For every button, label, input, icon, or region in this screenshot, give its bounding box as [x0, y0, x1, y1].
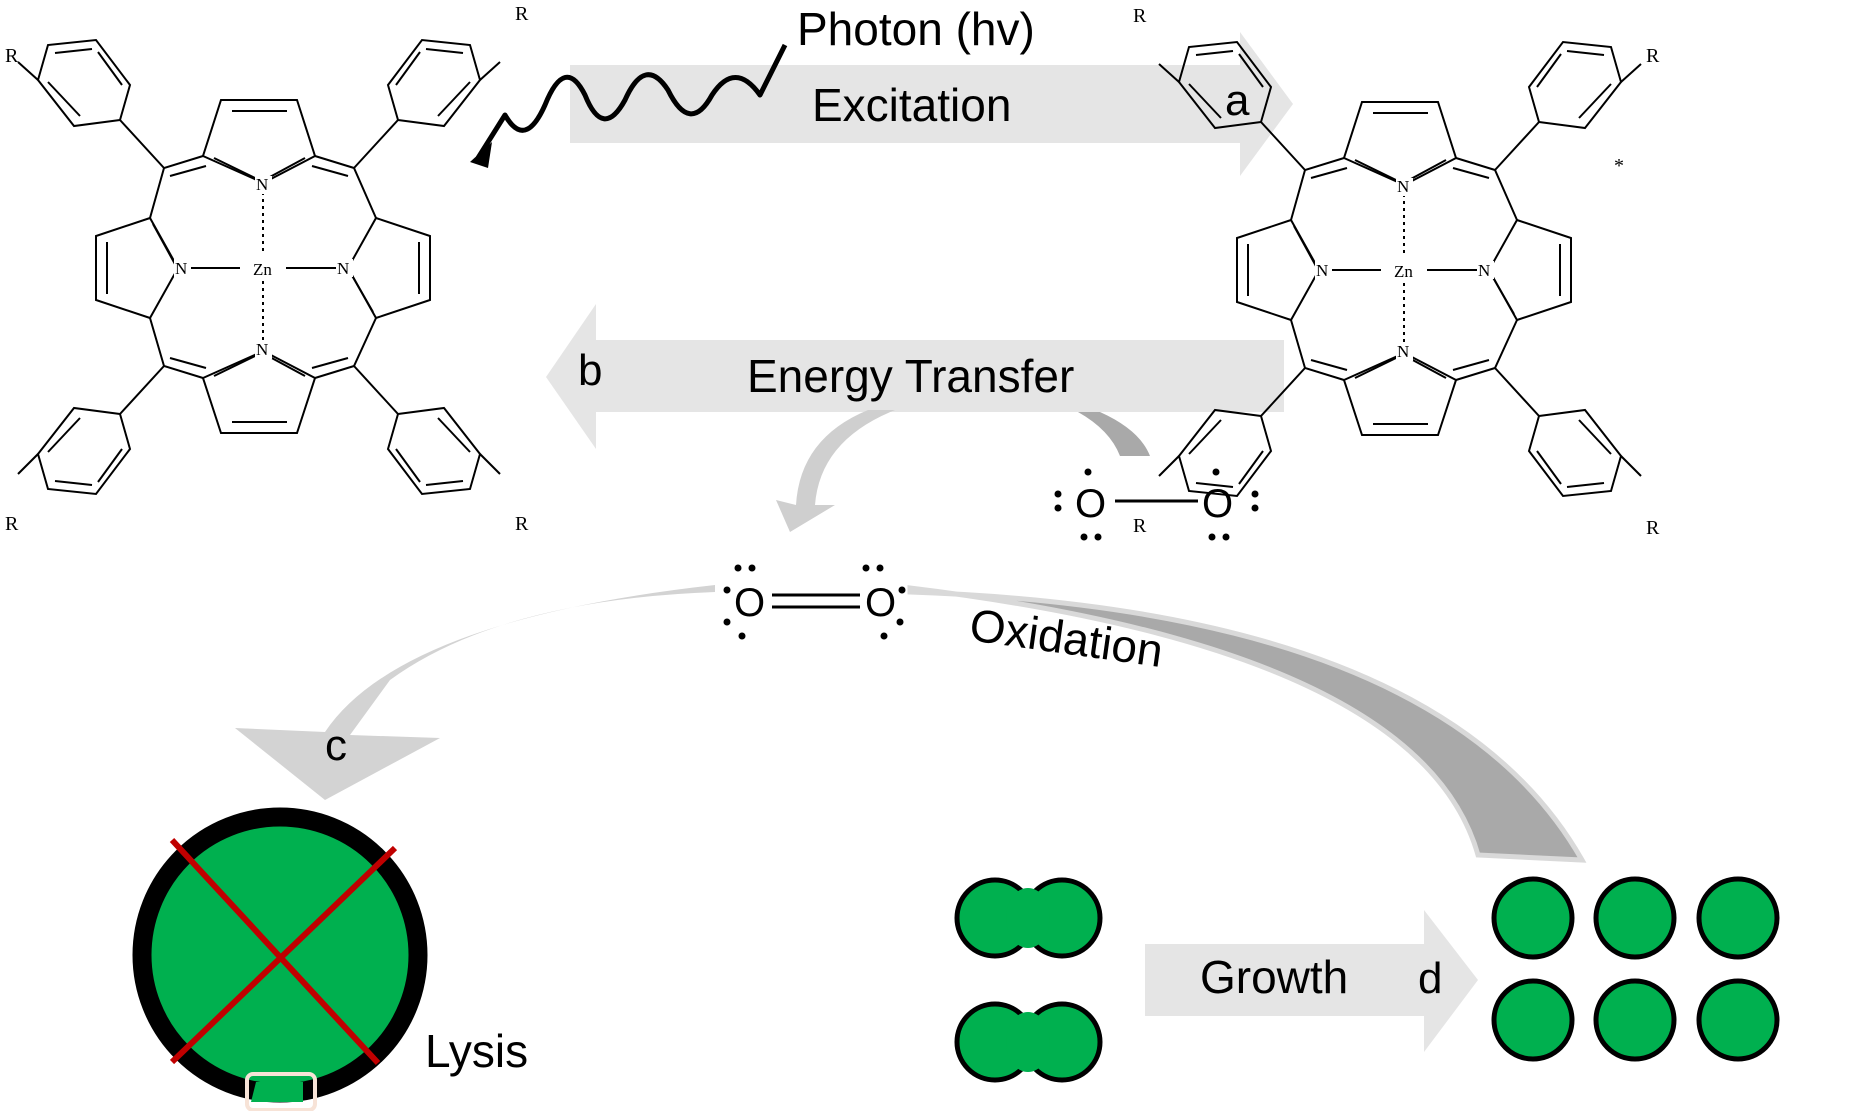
lysis-arrow — [235, 585, 715, 800]
photon-label: Photon (hv) — [797, 3, 1035, 55]
growth-arrow-shape — [1145, 910, 1478, 1052]
substituent-r-bottom-left: R — [1133, 515, 1147, 537]
grown-cells — [1491, 876, 1780, 1062]
step-letter-a: a — [1225, 76, 1250, 125]
lysed-cell — [132, 807, 428, 1111]
energy-transfer-arrow-shape — [546, 304, 1284, 449]
lysis-label: Lysis — [425, 1025, 528, 1077]
oxygen-atom-right: O — [1202, 482, 1233, 526]
cross-mark — [169, 837, 381, 1066]
nitrogen-atom-left: N — [175, 259, 187, 278]
oxidation-arrow — [907, 585, 1587, 863]
cell — [1491, 876, 1575, 960]
step-letter-c: c — [325, 721, 347, 770]
substituent-r-top-right: R — [1646, 45, 1660, 67]
triplet-oxygen-tail — [1078, 412, 1150, 456]
lysis-arrow-shape — [235, 585, 715, 800]
nitrogen-atom-right: N — [337, 259, 349, 278]
oxygen-atom-left: O — [734, 581, 765, 625]
lone-pair-dots — [1054, 468, 1259, 541]
excitation-arrow — [570, 32, 1293, 176]
nitrogen-atom-right: N — [1478, 261, 1490, 280]
substituent-r-bottom-left: R — [5, 513, 19, 535]
step-letter-b: b — [578, 346, 602, 395]
zinc-atom: Zn — [253, 260, 272, 279]
zinc-porphyrin-excited-state: Zn N N N N R R R R * — [1133, 5, 1660, 539]
to-singlet-oxygen-arrow — [776, 410, 895, 532]
dividing-cell-top — [954, 877, 1103, 959]
cell — [1696, 978, 1780, 1062]
cell — [1491, 978, 1575, 1062]
growth-label: Growth — [1200, 951, 1348, 1003]
step-letter-d: d — [1418, 954, 1442, 1003]
photon-wave — [470, 43, 788, 168]
lone-pair-dots — [723, 564, 906, 640]
cell — [1593, 876, 1677, 960]
nitrogen-atom-bottom: N — [1397, 342, 1409, 361]
substituent-r-bottom-right: R — [515, 513, 529, 535]
substituent-r-top-left: R — [1133, 5, 1147, 27]
growth-arrow — [1145, 910, 1478, 1052]
nitrogen-atom-top: N — [1397, 177, 1409, 196]
nitrogen-atom-left: N — [1316, 261, 1328, 280]
cell-rupture — [251, 1082, 303, 1102]
singlet-oxygen: O O — [723, 564, 906, 640]
cell — [1696, 876, 1780, 960]
oxygen-atom-left: O — [1075, 482, 1106, 526]
nitrogen-atom-top: N — [256, 175, 268, 194]
energy-transfer-label: Energy Transfer — [747, 350, 1074, 402]
excitation-arrow-shape — [570, 32, 1293, 176]
energy-transfer-arrow — [546, 304, 1284, 449]
oxygen-atom-right: O — [865, 581, 896, 625]
nitrogen-atom-bottom: N — [256, 340, 268, 359]
zinc-porphyrin-ground-state: Zn N N N N R R R R — [5, 3, 529, 535]
dividing-cells — [954, 877, 1103, 1083]
substituent-r-top-right: R — [515, 3, 529, 25]
excited-state-marker: * — [1614, 155, 1624, 177]
substituent-r-bottom-right: R — [1646, 517, 1660, 539]
zinc-atom: Zn — [1394, 262, 1413, 281]
excitation-label: Excitation — [812, 79, 1011, 131]
dividing-cell-bottom — [954, 1001, 1103, 1083]
to-singlet-oxygen-arrow-shape — [776, 410, 895, 532]
triplet-oxygen: O O — [1054, 468, 1259, 541]
oxidation-arrow-shape — [907, 585, 1587, 863]
cell — [1593, 978, 1677, 1062]
substituent-r-top-left: R — [5, 45, 19, 67]
